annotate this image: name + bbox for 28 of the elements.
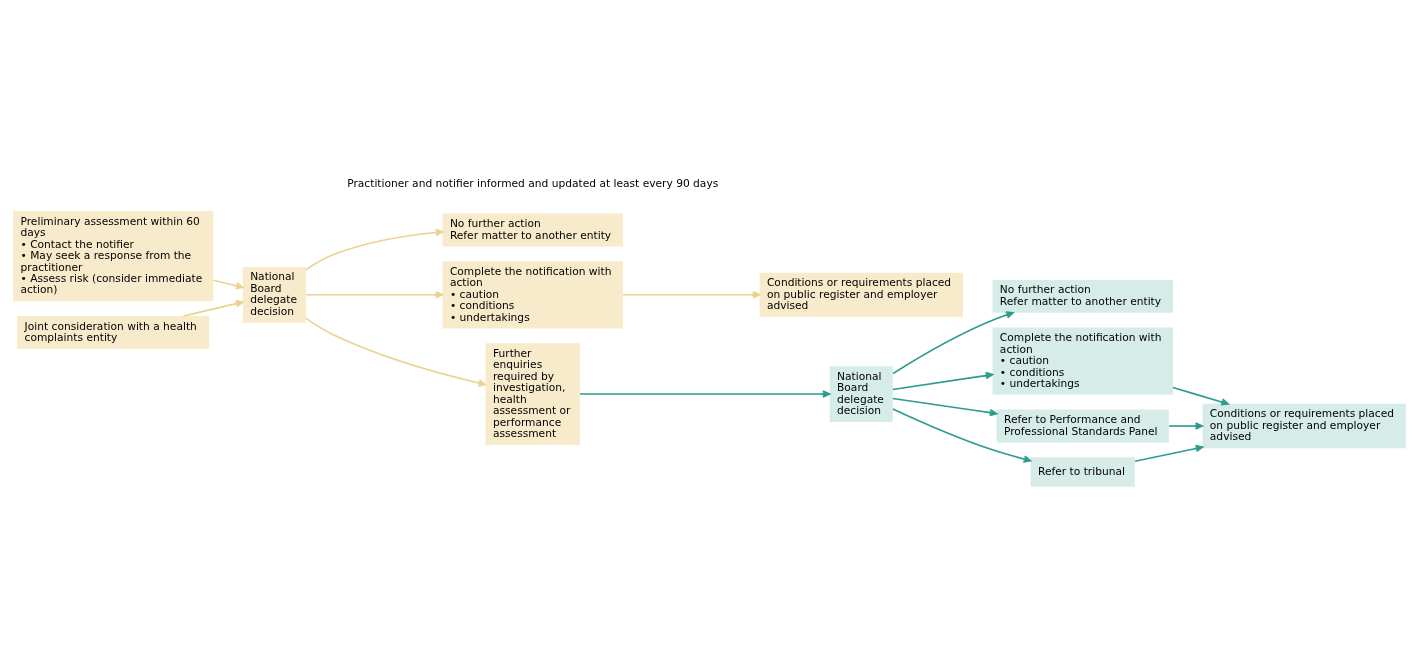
arrow [892, 311, 1014, 375]
node-box: Conditions or requirements placed on public register and employer advised [1202, 403, 1406, 449]
node-box: Complete the notification with action • caution • conditions • undertakings [442, 261, 623, 329]
arrow [892, 397, 998, 417]
arrow [305, 228, 444, 271]
node-box: Refer to tribunal [1030, 457, 1135, 487]
arrow [1172, 386, 1229, 406]
node-box: Refer to Performance and Professional Standards Panel [996, 409, 1169, 443]
arrow [579, 390, 831, 398]
node-box: Conditions or requirements placed on public register and employer advised [759, 272, 963, 317]
arrow [1134, 444, 1204, 462]
node-box: National Board delegate decision [829, 366, 893, 422]
arrow [622, 291, 761, 299]
label: Practitioner and notifier informed and updated at least every 90 days [347, 176, 719, 190]
arrow [892, 371, 994, 391]
node-box: No further action Refer matter to another entity [992, 280, 1173, 313]
arrow [182, 299, 244, 317]
arrow [1168, 422, 1204, 430]
node-box: Complete the notification with action • caution • conditions • undertakings [992, 327, 1173, 395]
node-box: National Board delegate decision [242, 266, 306, 323]
node-box: Joint consideration with a health complaints entity [17, 316, 210, 349]
node-box: No further action Refer matter to another entity [442, 213, 623, 247]
node-box: Preliminary assessment within 60 days • Contact the notifier • May seek a response from the practitioner • Assess risk (consider immediate action) [13, 211, 214, 302]
arrow [305, 291, 444, 299]
arrow [892, 408, 1032, 463]
arrow [212, 279, 244, 290]
arrow [305, 317, 486, 387]
node-box: Further enquiries required by investigation, health assessment or performance assessment [485, 343, 580, 445]
